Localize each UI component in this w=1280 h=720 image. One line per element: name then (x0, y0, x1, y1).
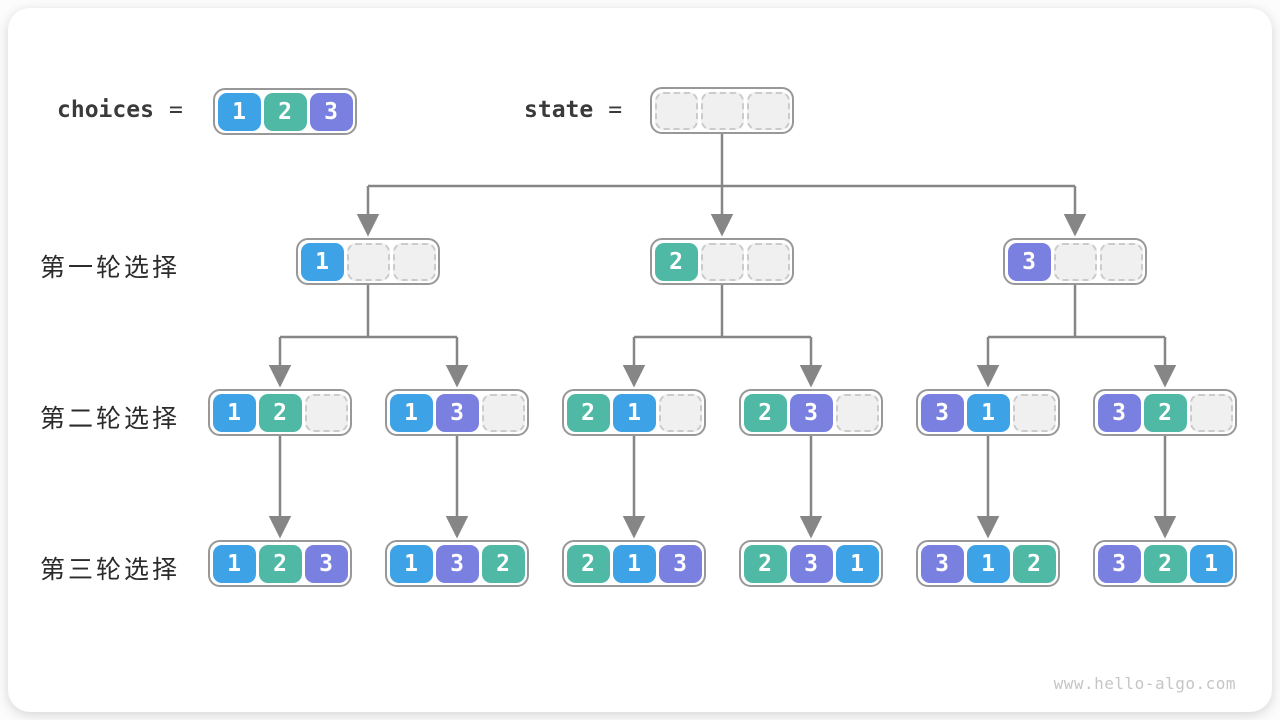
array-cell-value: 2 (654, 242, 698, 281)
array-cell-value: 3 (789, 393, 833, 432)
choices-label-text: choices (57, 97, 154, 123)
row-label-round-3: 第三轮选择 (40, 556, 181, 584)
array-cell-empty (346, 242, 390, 281)
array-cell-value: 2 (743, 393, 787, 432)
array-cell-value: 1 (212, 393, 256, 432)
array-cell-empty (835, 393, 879, 432)
array-cell-empty (481, 393, 525, 432)
array-cell-value: 1 (612, 544, 656, 583)
array-cell-empty (392, 242, 436, 281)
array-cell-value: 2 (481, 544, 525, 583)
state-label-text: state (524, 97, 594, 123)
array-cell-value: 3 (435, 393, 479, 432)
array-cell-empty (746, 242, 790, 281)
array-cell-empty (700, 91, 744, 130)
array-cell-empty (1012, 393, 1056, 432)
array-cell-value: 2 (258, 393, 302, 432)
row-label-round-1: 第一轮选择 (40, 254, 181, 282)
array-cell-value: 3 (1097, 393, 1141, 432)
watermark: www.hello-algo.com (1053, 674, 1236, 693)
array-cell-value: 3 (1007, 242, 1051, 281)
array-cell-value: 1 (217, 92, 261, 131)
array-cell-value: 1 (966, 544, 1010, 583)
array-cell-value: 3 (309, 92, 353, 131)
array-cell-value: 1 (612, 393, 656, 432)
array-cell-empty (1189, 393, 1233, 432)
array-cell-value: 1 (1189, 544, 1233, 583)
array-cell-empty (304, 393, 348, 432)
array-cell-value: 2 (258, 544, 302, 583)
array-cell-value: 1 (212, 544, 256, 583)
array-cell-empty (746, 91, 790, 130)
array-cell-value: 3 (920, 393, 964, 432)
array-cell-value: 2 (1143, 544, 1187, 583)
array-cell-empty (1053, 242, 1097, 281)
choices-label: choices = (57, 97, 183, 123)
array-cell-value: 3 (658, 544, 702, 583)
state-node-round1: 2 (650, 238, 794, 285)
array-cell-empty (658, 393, 702, 432)
array-cell-value: 1 (389, 393, 433, 432)
state-label: state = (524, 97, 622, 123)
choices-equals-sign: = (168, 97, 183, 123)
array-cell-value: 2 (263, 92, 307, 131)
array-cell-empty (700, 242, 744, 281)
array-cell-value: 3 (435, 544, 479, 583)
array-cell-value: 2 (566, 393, 610, 432)
state-node-round1: 1 (296, 238, 440, 285)
array-cell-value: 1 (966, 393, 1010, 432)
array-cell-value: 1 (835, 544, 879, 583)
array-cell-value: 3 (789, 544, 833, 583)
array-cell-value: 2 (743, 544, 787, 583)
row-label-round-2: 第二轮选择 (40, 405, 181, 433)
state-array-root (650, 87, 794, 134)
array-cell-value: 2 (1143, 393, 1187, 432)
array-cell-value: 3 (920, 544, 964, 583)
array-cell-empty (654, 91, 698, 130)
array-cell-empty (1099, 242, 1143, 281)
array-cell-value: 3 (1097, 544, 1141, 583)
array-cell-value: 3 (304, 544, 348, 583)
state-equals-sign: = (608, 97, 623, 123)
state-node-round1: 3 (1003, 238, 1147, 285)
array-cell-value: 2 (566, 544, 610, 583)
array-cell-value: 1 (389, 544, 433, 583)
array-cell-value: 2 (1012, 544, 1056, 583)
array-cell-value: 1 (300, 242, 344, 281)
